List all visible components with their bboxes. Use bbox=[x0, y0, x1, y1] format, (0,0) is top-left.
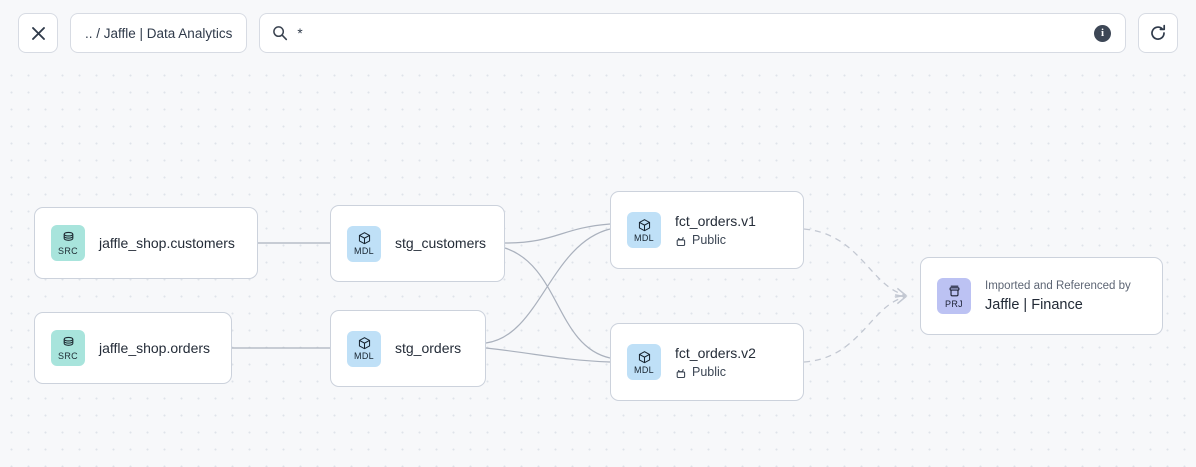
edge-stg-customers-fct-v1 bbox=[504, 223, 611, 244]
graph-node-fct-orders-v2[interactable]: MDL fct_orders.v2 Public bbox=[610, 323, 804, 401]
graph-node-project-jaffle-finance[interactable]: PRJ Imported and Referenced by Jaffle | … bbox=[920, 257, 1163, 335]
badge-label: MDL bbox=[354, 351, 374, 361]
graph-node-fct-orders-v1[interactable]: MDL fct_orders.v1 Public bbox=[610, 191, 804, 269]
badge-mdl: MDL bbox=[627, 344, 661, 380]
search-field[interactable]: i bbox=[259, 13, 1126, 53]
badge-label: MDL bbox=[634, 364, 654, 375]
breadcrumb-label: .. / Jaffle | Data Analytics bbox=[85, 25, 233, 41]
node-text: fct_orders.v1 Public bbox=[675, 213, 756, 248]
badge-label: MDL bbox=[354, 246, 374, 256]
node-text: Imported and Referenced by Jaffle | Fina… bbox=[985, 279, 1131, 314]
node-title: fct_orders.v2 bbox=[675, 344, 756, 361]
node-visibility: Public bbox=[675, 233, 756, 248]
node-title: fct_orders.v1 bbox=[675, 212, 756, 229]
badge-label: PRJ bbox=[945, 298, 963, 309]
unlock-icon bbox=[676, 236, 686, 246]
edge-fct-v2-prj bbox=[803, 297, 905, 363]
badge-label: SRC bbox=[58, 350, 78, 361]
edge-stg-orders-fct-v1 bbox=[485, 228, 611, 344]
node-text: jaffle_shop.orders bbox=[99, 340, 210, 357]
badge-mdl: MDL bbox=[627, 212, 661, 248]
cube-icon bbox=[638, 218, 650, 231]
search-input[interactable] bbox=[297, 14, 1085, 52]
node-title: jaffle_shop.orders bbox=[99, 339, 211, 356]
lineage-canvas[interactable]: SRC jaffle_shop.customers SRC jaffle_sho… bbox=[0, 66, 1196, 467]
badge-src: SRC bbox=[51, 225, 85, 261]
info-icon[interactable]: i bbox=[1094, 24, 1111, 42]
database-icon bbox=[63, 231, 73, 241]
cube-icon bbox=[358, 337, 370, 350]
archive-icon bbox=[949, 285, 959, 296]
database-icon bbox=[63, 336, 73, 346]
node-title: jaffle_shop.customers bbox=[99, 234, 235, 251]
graph-node-jaffle-shop-customers[interactable]: SRC jaffle_shop.customers bbox=[34, 207, 258, 279]
graph-node-stg-customers[interactable]: MDL stg_customers bbox=[330, 205, 505, 282]
node-title: Jaffle | Finance bbox=[985, 296, 1083, 313]
edge-stg-customers-fct-v2 bbox=[504, 247, 611, 359]
unlock-icon bbox=[676, 368, 686, 378]
graph-node-jaffle-shop-orders[interactable]: SRC jaffle_shop.orders bbox=[34, 312, 232, 384]
node-visibility: Public bbox=[675, 365, 756, 380]
search-icon bbox=[273, 26, 288, 41]
refresh-button[interactable] bbox=[1138, 13, 1178, 53]
badge-label: MDL bbox=[634, 232, 654, 243]
node-visibility-label: Public bbox=[692, 232, 727, 247]
badge-mdl: MDL bbox=[347, 330, 381, 367]
node-text: stg_customers bbox=[395, 235, 486, 252]
node-title: stg_customers bbox=[395, 235, 487, 251]
graph-node-stg-orders[interactable]: MDL stg_orders bbox=[330, 310, 486, 387]
edge-stg-orders-fct-v2 bbox=[485, 347, 611, 363]
edge-layer bbox=[232, 223, 1196, 363]
close-icon bbox=[31, 26, 45, 40]
node-text: jaffle_shop.customers bbox=[99, 235, 235, 252]
breadcrumb[interactable]: .. / Jaffle | Data Analytics bbox=[70, 13, 248, 53]
badge-prj: PRJ bbox=[937, 278, 971, 314]
close-button[interactable] bbox=[18, 13, 58, 53]
node-text: fct_orders.v2 Public bbox=[675, 345, 756, 380]
badge-label: SRC bbox=[58, 245, 78, 256]
node-title: stg_orders bbox=[395, 340, 462, 356]
cube-icon bbox=[358, 232, 370, 245]
cube-icon bbox=[638, 350, 650, 363]
edge-fct-v1-prj bbox=[803, 228, 905, 295]
top-toolbar: .. / Jaffle | Data Analytics i bbox=[0, 0, 1196, 66]
badge-mdl: MDL bbox=[347, 225, 381, 262]
node-text: stg_orders bbox=[395, 340, 461, 357]
refresh-icon bbox=[1151, 24, 1166, 40]
node-visibility-label: Public bbox=[692, 364, 727, 379]
badge-src: SRC bbox=[51, 330, 85, 366]
node-relationship-label: Imported and Referenced by bbox=[985, 279, 1131, 292]
